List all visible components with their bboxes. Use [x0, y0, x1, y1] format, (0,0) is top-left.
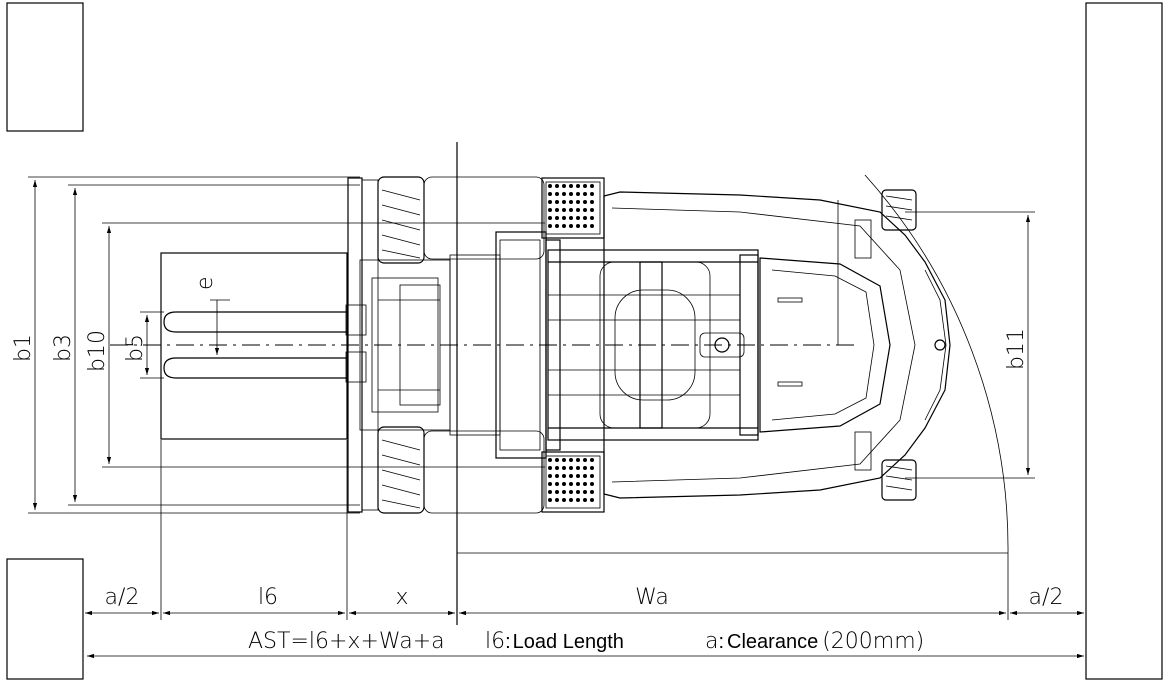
- overhead-guard: [547, 249, 759, 441]
- truck-body: [603, 191, 951, 499]
- label-b3: b3: [51, 334, 76, 362]
- front-wheel-top: [377, 176, 545, 264]
- front-wheel-bottom: [377, 426, 545, 514]
- forks: [110, 311, 860, 379]
- legend-clearance-value: (200mm): [822, 629, 924, 654]
- wall-bottom-left: [6, 558, 84, 680]
- dim-b5: [140, 311, 164, 379]
- legend-l6: l6:Load Length: [485, 629, 624, 654]
- legend-clearance: a:Clearance(200mm): [705, 629, 924, 654]
- dim-b1: [28, 176, 360, 514]
- label-b11: b11: [1004, 328, 1029, 370]
- mast-frame: [449, 231, 561, 459]
- legend-clearance-text: Clearance: [727, 631, 818, 653]
- battery-dots-bottom: [548, 458, 594, 502]
- label-wa: Wa: [635, 585, 669, 610]
- label-a-half-right: a/2: [1029, 585, 1064, 610]
- dim-b11: [905, 211, 1035, 479]
- legend-l6-symbol: l6: [485, 629, 505, 654]
- legend-a-sep: :: [718, 631, 724, 653]
- dim-e: [210, 299, 230, 355]
- label-a-half-left: a/2: [105, 585, 140, 610]
- rear-wheel-bottom: [854, 431, 917, 501]
- legend-l6-text: Load Length: [513, 631, 624, 653]
- legend-a-symbol: a: [705, 629, 718, 654]
- label-l6: l6: [258, 585, 278, 610]
- battery-dots-top: [548, 184, 594, 228]
- legend-l6-sep: :: [505, 631, 511, 653]
- label-b10: b10: [85, 330, 110, 372]
- label-b5: b5: [123, 334, 148, 362]
- dim-extension-lines: [82, 440, 1087, 625]
- pallet-load: [160, 252, 348, 440]
- dim-b10: [102, 222, 545, 468]
- label-b1: b1: [11, 334, 36, 362]
- wall-top-left: [6, 2, 84, 132]
- wall-right: [1085, 2, 1163, 680]
- formula-ast: AST=l6+x+Wa+a: [248, 629, 445, 654]
- label-x: x: [395, 585, 408, 610]
- fork-carriage: [345, 177, 451, 513]
- dim-b3: [68, 184, 360, 506]
- label-e: e: [193, 276, 218, 290]
- turning-radius-arc: [837, 174, 1009, 556]
- rear-wheel-top: [854, 189, 917, 259]
